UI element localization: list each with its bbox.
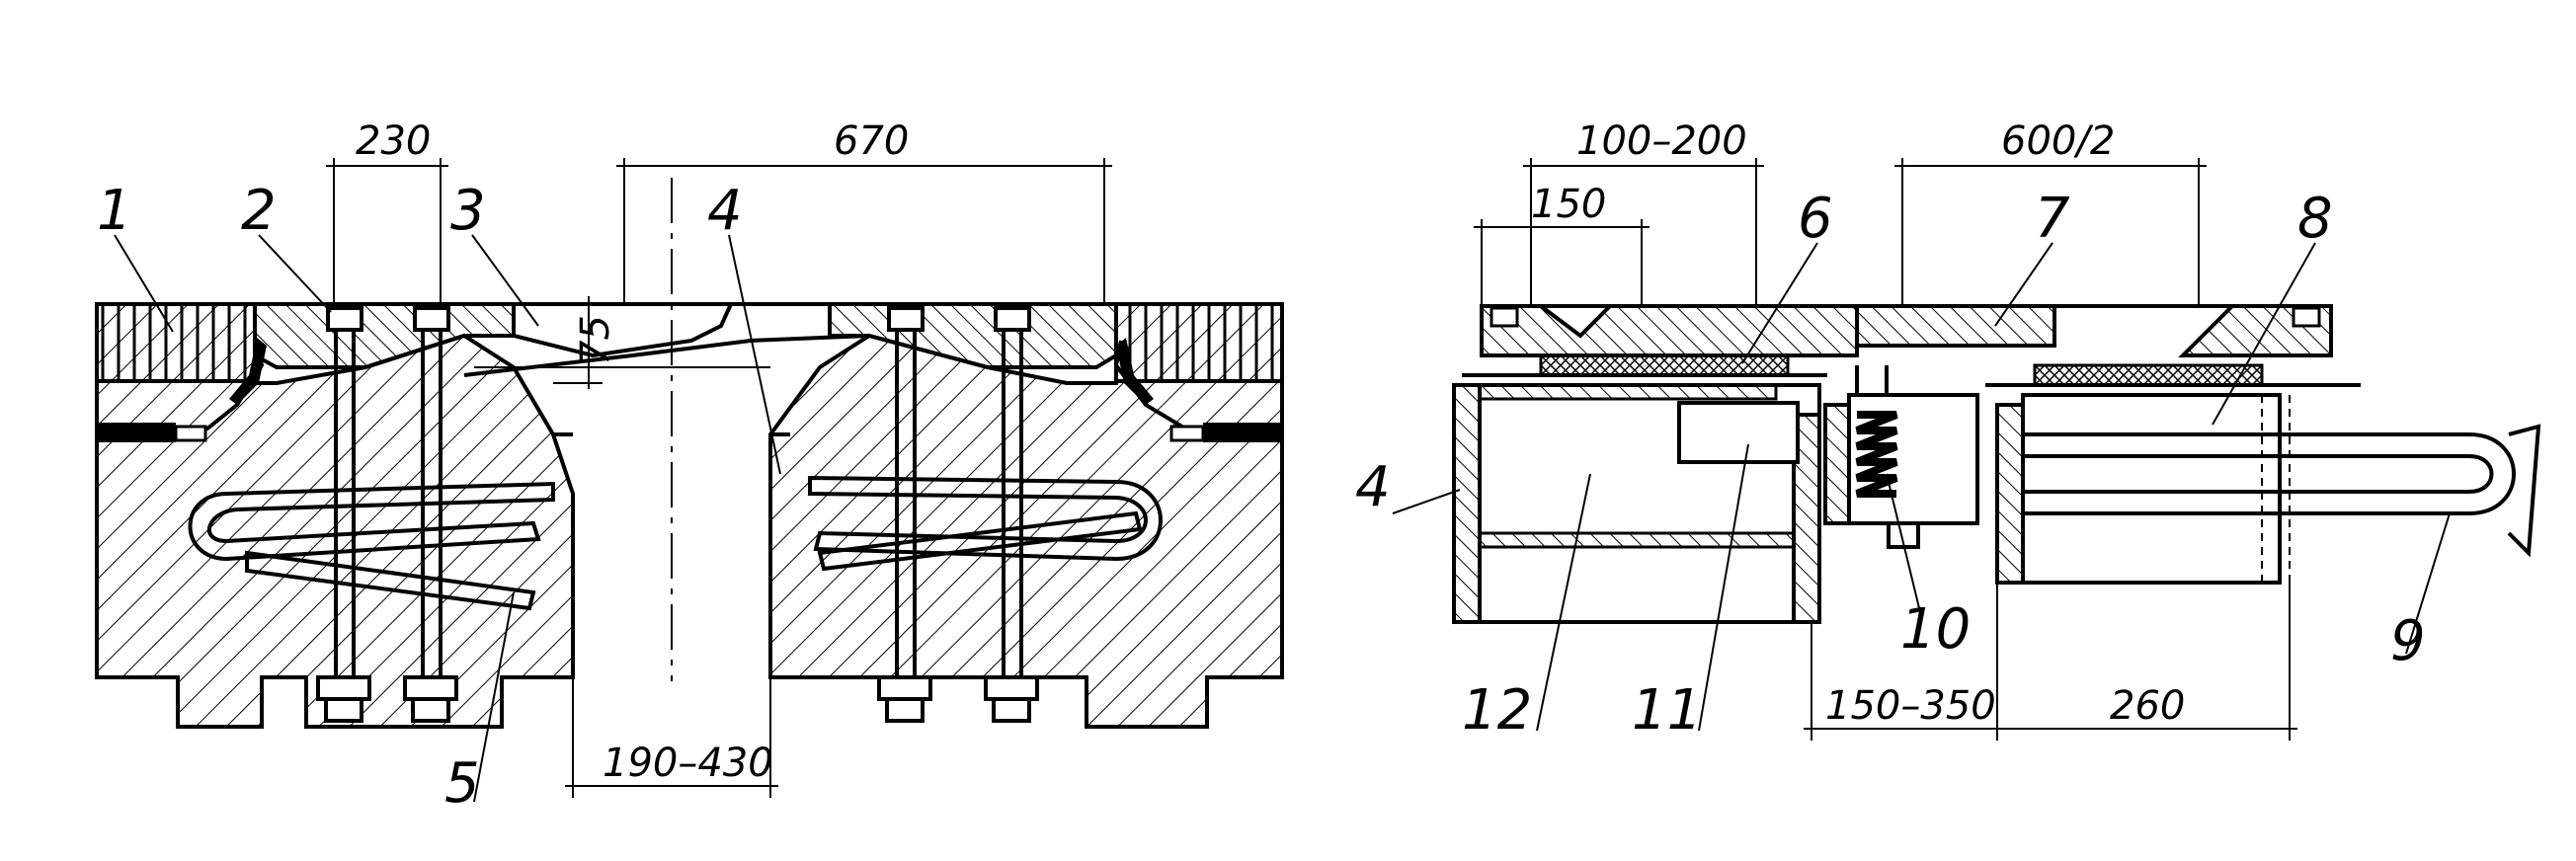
callout-7: 7 <box>2035 187 2070 251</box>
dim-100-200: 100–200 <box>1576 118 1747 164</box>
callout-5: 5 <box>444 751 480 816</box>
dim-190-430: 190–430 <box>603 741 773 786</box>
dim-75: 75 <box>573 315 618 365</box>
dim-230: 230 <box>356 118 431 164</box>
anchor-bolts <box>316 306 1039 723</box>
right-section-view: 4 6 7 8 9 10 11 12 100–200 150 600/2 <box>1355 118 2541 743</box>
anchor-loops <box>188 475 1163 611</box>
dim-260: 260 <box>2110 683 2185 729</box>
callout-1: 1 <box>97 179 132 243</box>
left-cover-plate <box>1480 304 1859 357</box>
left-section-view: 1 2 3 4 5 230 670 75 190–430 <box>95 118 1284 816</box>
spring-assembly-10 <box>1823 365 1979 549</box>
housing-8 <box>1995 393 2541 585</box>
callout-6: 6 <box>1798 187 1833 251</box>
callout-9: 9 <box>2390 609 2426 673</box>
left-seal-strip <box>97 423 176 442</box>
callout-4: 4 <box>707 179 743 243</box>
callout-4-right: 4 <box>1355 455 1391 519</box>
callout-11: 11 <box>1632 678 1702 743</box>
right-cover-plate <box>1855 304 2056 348</box>
block-11 <box>1677 401 1800 464</box>
dim-150: 150 <box>1531 182 1606 227</box>
callout-2: 2 <box>241 179 277 243</box>
callout-8: 8 <box>2297 187 2333 251</box>
callout-3: 3 <box>450 179 486 243</box>
dim-600-2: 600/2 <box>2001 118 2115 164</box>
dim-150-350: 150–350 <box>1825 683 1996 729</box>
left-elastomer-pad <box>95 302 257 383</box>
callout-12: 12 <box>1462 678 1532 743</box>
right-elastomer-pad <box>1114 302 1284 383</box>
callout-10: 10 <box>1900 597 1971 662</box>
sealing-strip-right <box>2033 363 2264 387</box>
dim-670: 670 <box>834 118 909 164</box>
sealing-strip-left <box>1539 353 1790 377</box>
